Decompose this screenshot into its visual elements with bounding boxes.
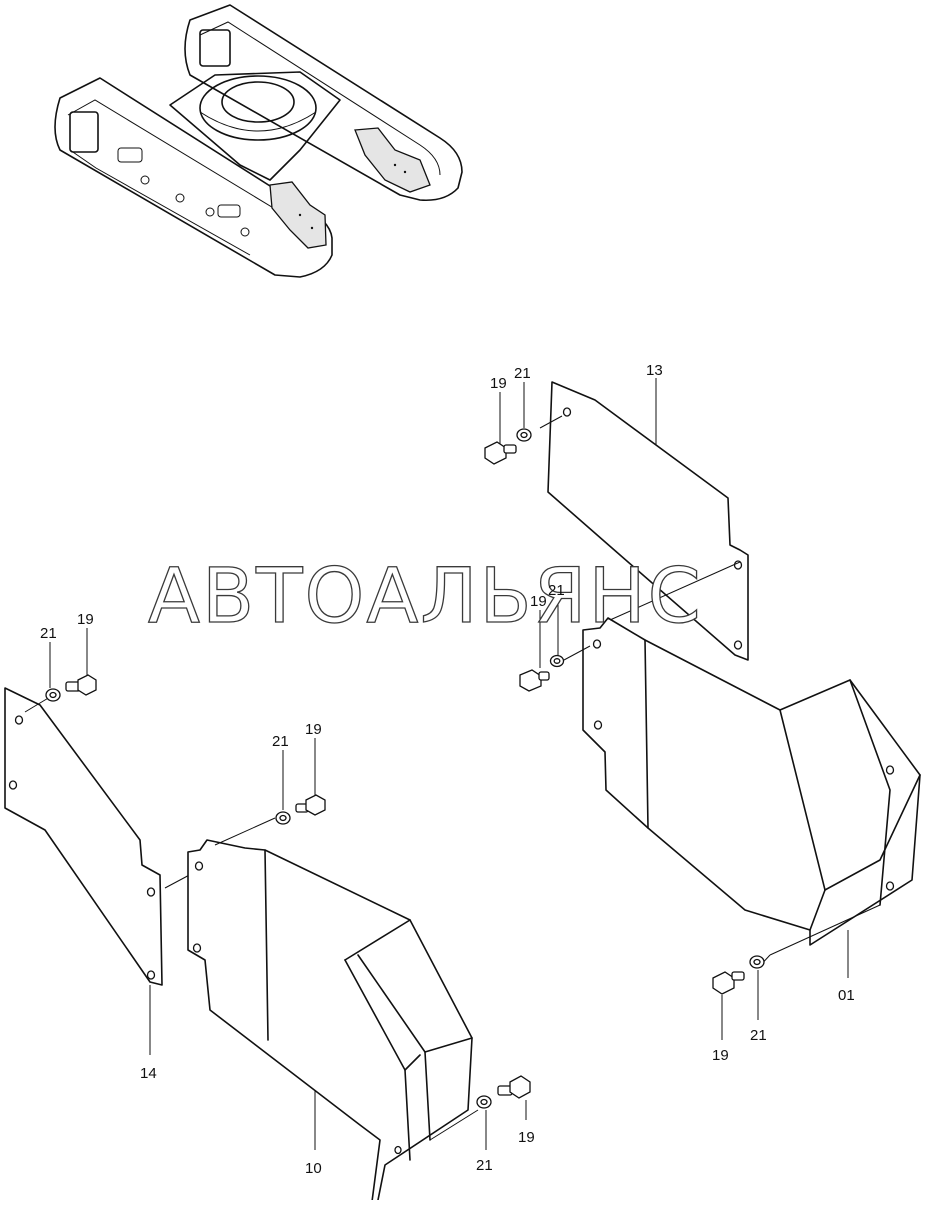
callout-01: 01 xyxy=(838,987,855,1004)
callout-19-bottom: 19 xyxy=(518,1129,535,1146)
callout-21-left: 21 xyxy=(40,625,57,642)
callout-19-right: 19 xyxy=(712,1047,729,1064)
callout-21-center: 21 xyxy=(272,733,289,750)
callout-10: 10 xyxy=(305,1160,322,1177)
callout-21-mid: 21 xyxy=(548,582,565,599)
bolt-washer-bottom xyxy=(476,1075,531,1150)
callout-21-right: 21 xyxy=(750,1027,767,1044)
cover-plate-14 xyxy=(4,687,196,1055)
cover-plate-13 xyxy=(539,378,749,661)
callout-14: 14 xyxy=(140,1065,157,1082)
bolt-washer-mid xyxy=(519,600,591,692)
callout-21-top: 21 xyxy=(514,365,531,382)
watermark-text: АВТОАЛЬЯНС xyxy=(148,551,703,640)
bolt-washer-left xyxy=(24,628,97,713)
bolt-washer-center xyxy=(275,738,326,825)
callout-19-left: 19 xyxy=(77,611,94,628)
bolt-washer-right xyxy=(712,954,771,1040)
side-cover-01 xyxy=(582,561,921,978)
callout-19-mid: 19 xyxy=(530,593,547,610)
side-cover-10 xyxy=(187,817,479,1205)
undercarriage-overview xyxy=(54,4,463,278)
callout-19-center: 19 xyxy=(305,721,322,738)
callout-13: 13 xyxy=(646,362,663,379)
callout-19-top: 19 xyxy=(490,375,507,392)
bolt-washer-top xyxy=(484,382,532,465)
callout-21-bottom: 21 xyxy=(476,1157,493,1174)
